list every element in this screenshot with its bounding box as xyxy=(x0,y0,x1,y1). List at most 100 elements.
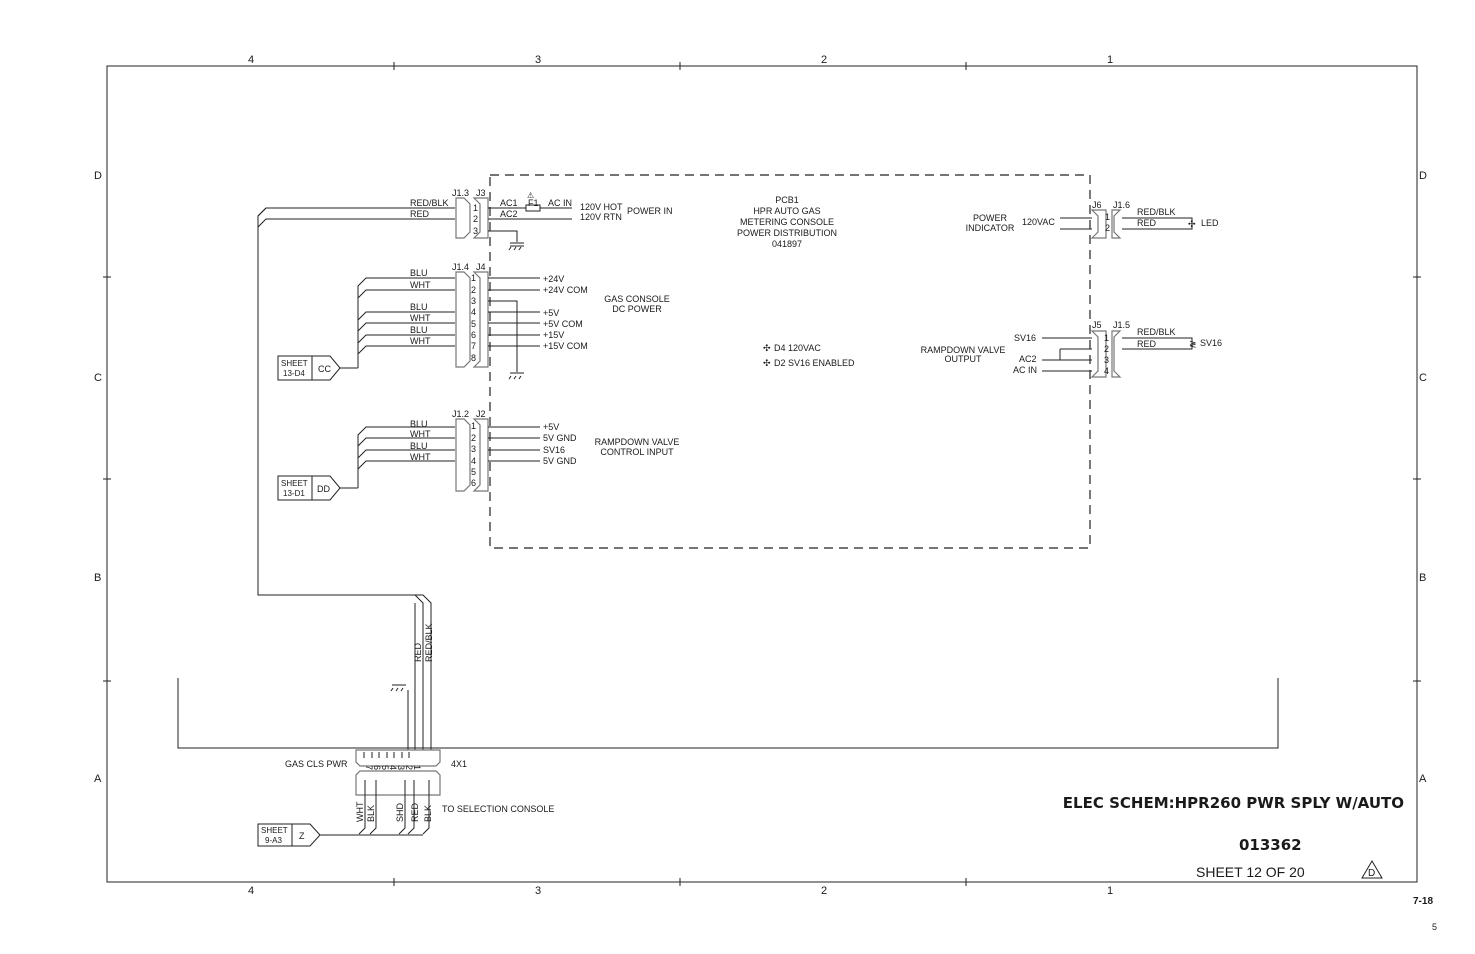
svg-text:AC1: AC1 xyxy=(500,198,518,208)
svg-text:POWER IN: POWER IN xyxy=(627,206,673,216)
sheet-number: SHEET 12 OF 20 xyxy=(1196,864,1305,880)
svg-text:1: 1 xyxy=(473,203,478,213)
svg-text:5: 5 xyxy=(380,765,390,770)
svg-text:BLU: BLU xyxy=(410,302,428,312)
svg-text:J1.3: J1.3 xyxy=(452,188,469,198)
svg-text:1: 1 xyxy=(1105,212,1110,222)
zone-ticks xyxy=(103,62,1421,886)
svg-text:6: 6 xyxy=(372,765,382,770)
svg-text:J1.5: J1.5 xyxy=(1113,320,1130,330)
row-label: D xyxy=(94,170,102,182)
svg-text:3: 3 xyxy=(396,765,406,770)
row-label: D xyxy=(1419,170,1427,182)
svg-text:SHD: SHD xyxy=(395,802,405,822)
solenoid-icon: ≷ xyxy=(1189,339,1197,349)
svg-text:WHT: WHT xyxy=(410,452,431,462)
drawing-frame xyxy=(106,65,1418,883)
svg-text:8: 8 xyxy=(471,353,476,363)
svg-text:1: 1 xyxy=(471,421,476,431)
svg-text:J3: J3 xyxy=(476,188,486,198)
col-label: 4 xyxy=(248,885,254,897)
svg-text:RED/BLK: RED/BLK xyxy=(1137,327,1176,337)
svg-text:WHT: WHT xyxy=(410,313,431,323)
svg-text:AC2: AC2 xyxy=(1019,354,1037,364)
led-icon: ✣ xyxy=(1188,219,1196,229)
svg-text:7: 7 xyxy=(471,341,476,351)
svg-text:J5: J5 xyxy=(1092,320,1102,330)
row-labels: D C B A D C B A xyxy=(94,170,1427,785)
sheet-ref-dd[interactable]: SHEET 13-D1 DD xyxy=(277,475,341,501)
svg-text:RED/BLK: RED/BLK xyxy=(424,623,434,662)
svg-text:Z: Z xyxy=(299,831,305,841)
svg-text:2: 2 xyxy=(1105,223,1110,233)
svg-text:1: 1 xyxy=(412,765,422,770)
ground-icon xyxy=(390,684,409,750)
svg-text:J1.4: J1.4 xyxy=(452,262,469,272)
svg-text:METERING CONSOLE: METERING CONSOLE xyxy=(740,217,834,227)
svg-text:3: 3 xyxy=(1104,355,1109,365)
svg-text:J2: J2 xyxy=(476,409,486,419)
svg-text:4: 4 xyxy=(471,456,476,466)
svg-text:+5V COM: +5V COM xyxy=(543,319,583,329)
svg-text:BLU: BLU xyxy=(410,419,428,429)
section-page: 7-18 xyxy=(1413,896,1433,907)
svg-text:J4: J4 xyxy=(476,262,486,272)
svg-text:DC POWER: DC POWER xyxy=(612,304,662,314)
harness-labels: RED RED/BLK xyxy=(413,623,434,662)
svg-text:4X1: 4X1 xyxy=(451,759,467,769)
svg-text:5V GND: 5V GND xyxy=(543,433,577,443)
led-icon: ✣ xyxy=(763,358,771,368)
shield-bus xyxy=(177,678,1279,749)
sheet-ref-cc[interactable]: SHEET 13-D4 CC xyxy=(277,355,341,381)
revision-triangle-icon xyxy=(1361,860,1383,879)
svg-text:RED: RED xyxy=(1137,218,1157,228)
svg-text:RED: RED xyxy=(413,642,423,662)
svg-text:+24V COM: +24V COM xyxy=(543,285,588,295)
svg-text:1: 1 xyxy=(471,273,476,283)
revision: D xyxy=(1368,868,1375,879)
svg-text:5: 5 xyxy=(471,467,476,477)
svg-text:J1.2: J1.2 xyxy=(452,409,469,419)
harness-wires xyxy=(258,594,432,750)
svg-text:AC IN: AC IN xyxy=(548,198,572,208)
svg-text:TO SELECTION CONSOLE: TO SELECTION CONSOLE xyxy=(442,804,554,814)
svg-text:GAS CONSOLE: GAS CONSOLE xyxy=(604,294,670,304)
row-label: A xyxy=(1419,773,1427,785)
svg-text:INDICATOR: INDICATOR xyxy=(966,223,1015,233)
pcb1-outline xyxy=(489,174,1091,549)
svg-text:⚠: ⚠ xyxy=(527,191,534,200)
row-label: C xyxy=(1419,372,1427,384)
row-label: B xyxy=(1419,572,1426,584)
svg-text:PCB1: PCB1 xyxy=(775,195,799,205)
svg-text:2: 2 xyxy=(471,285,476,295)
svg-text:2: 2 xyxy=(404,765,414,770)
pcb1-label: PCB1 HPR AUTO GAS METERING CONSOLE POWER… xyxy=(737,195,837,249)
row-label: A xyxy=(94,773,102,785)
svg-text:RED/BLK: RED/BLK xyxy=(410,198,449,208)
connector-4x1: 7 6 5 4 3 2 1 GAS CLS PWR 4X1 WHT BLK SH… xyxy=(285,749,554,836)
svg-text:+15V: +15V xyxy=(543,330,564,340)
svg-text:WHT: WHT xyxy=(410,336,431,346)
svg-text:4: 4 xyxy=(1104,366,1109,376)
col-label: 2 xyxy=(821,54,827,66)
svg-text:RED: RED xyxy=(1137,339,1157,349)
svg-text:F1: F1 xyxy=(528,198,539,208)
svg-text:WHT: WHT xyxy=(355,801,365,822)
svg-text:4: 4 xyxy=(471,307,476,317)
svg-text:BLU: BLU xyxy=(410,441,428,451)
led-icon: ✣ xyxy=(763,343,771,353)
svg-text:RED/BLK: RED/BLK xyxy=(1137,207,1176,217)
svg-text:SHEET: SHEET xyxy=(281,479,308,488)
svg-text:RAMPDOWN VALVE: RAMPDOWN VALVE xyxy=(595,437,680,447)
svg-text:SV16: SV16 xyxy=(1014,333,1036,343)
svg-text:5V GND: 5V GND xyxy=(543,456,577,466)
svg-text:WHT: WHT xyxy=(410,429,431,439)
col-label: 3 xyxy=(535,54,541,66)
svg-text:AC2: AC2 xyxy=(500,209,518,219)
sheet-ref-z[interactable]: SHEET 9-A3 Z xyxy=(257,823,321,847)
